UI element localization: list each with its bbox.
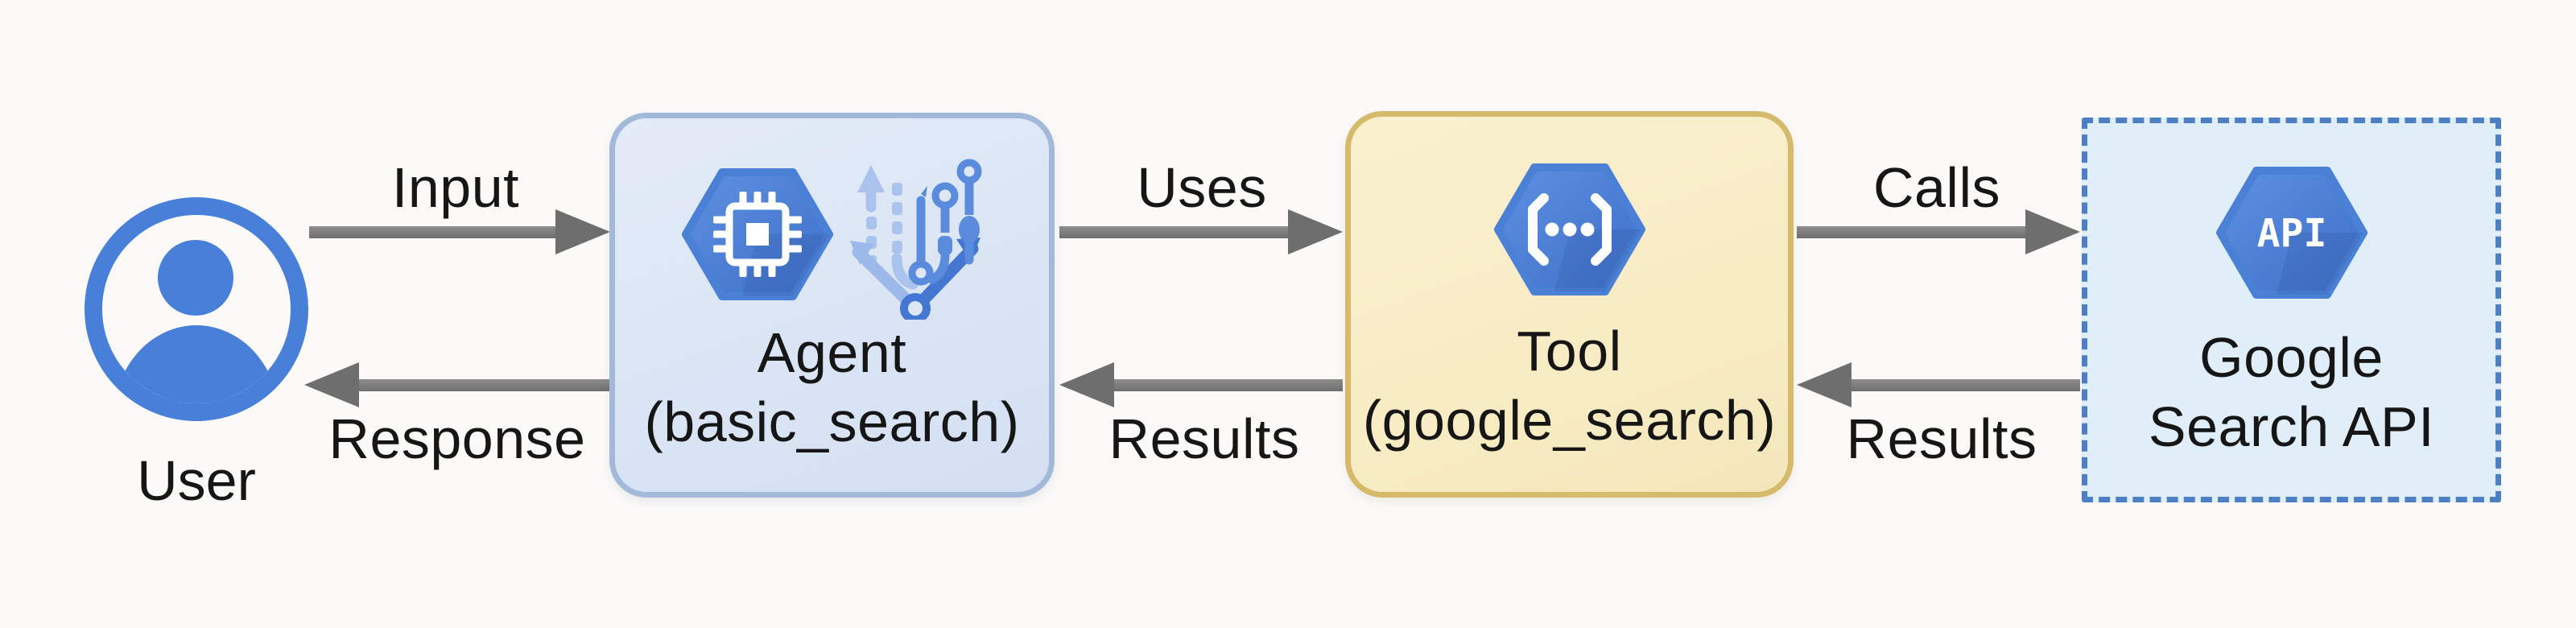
edge-label-response: Response: [328, 407, 586, 470]
edge-label-input: Input: [391, 156, 520, 219]
user-label: User: [137, 449, 256, 512]
edge-label-uses: Uses: [1137, 156, 1267, 219]
tool-subtitle: (google_search): [1362, 389, 1777, 452]
arrow-results-tool-agent: [1059, 362, 1343, 407]
arrowhead-right-icon: [1288, 209, 1343, 254]
code-brackets-hexagon-icon: [1493, 163, 1645, 295]
api-hexagon-label: API: [2256, 211, 2326, 256]
api-title: Google: [2199, 326, 2384, 389]
agent-node-box: Agent (basic_search): [609, 113, 1055, 498]
tool-title: Tool: [1517, 320, 1622, 382]
arrowhead-left-icon: [1797, 362, 1852, 407]
arrow-input: [309, 209, 610, 254]
api-icons-row: API: [2087, 163, 2496, 302]
edge-label-calls: Calls: [1872, 156, 2001, 219]
edge-label-results-api-tool: Results: [1846, 407, 2037, 470]
arrowhead-left-icon: [304, 362, 359, 407]
tool-node-box: Tool (google_search): [1345, 111, 1794, 498]
arrow-shaft: [1059, 225, 1288, 238]
cpu-chip-hexagon-icon: [681, 168, 833, 300]
arrow-response: [304, 362, 610, 407]
arrowhead-right-icon: [555, 209, 610, 254]
arrowhead-left-icon: [1059, 362, 1114, 407]
arrow-shaft: [1852, 378, 2080, 391]
arrow-calls: [1797, 209, 2080, 254]
arrow-uses: [1059, 209, 1343, 254]
arrow-shaft: [1797, 225, 2025, 238]
user-person-circle-icon: [85, 197, 308, 421]
arrow-shaft: [309, 225, 555, 238]
arrowhead-right-icon: [2025, 209, 2080, 254]
tool-icons-row: [1351, 160, 1788, 299]
google-search-api-node-box: API Google Search API: [2082, 118, 2501, 502]
arrow-results-api-tool: [1797, 362, 2080, 407]
api-subtitle: Search API: [2148, 395, 2435, 458]
agent-title: Agent: [757, 321, 907, 384]
arrow-shaft: [1114, 378, 1343, 391]
agent-subtitle: (basic_search): [644, 390, 1020, 453]
arrow-shaft: [359, 378, 610, 391]
agent-icons-row: [615, 159, 1049, 320]
api-hexagon-icon: API: [2215, 167, 2368, 299]
decision-tree-icon: [849, 159, 981, 320]
edge-label-results-tool-agent: Results: [1108, 407, 1300, 470]
